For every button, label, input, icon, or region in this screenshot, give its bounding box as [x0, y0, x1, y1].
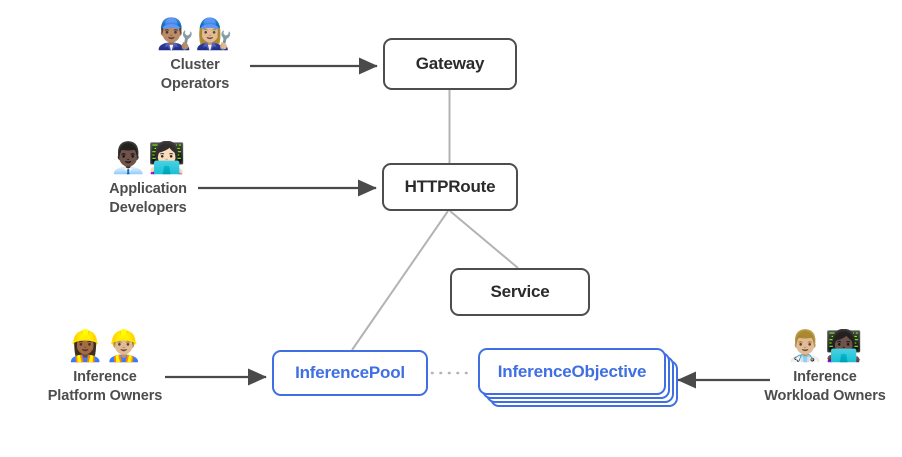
- node-service[interactable]: Service: [450, 268, 590, 316]
- actor-label-line: Developers: [109, 199, 187, 216]
- actor-label-line: Workload Owners: [764, 387, 886, 404]
- mechanics-icon: 👨🏽‍🔧👩🏼‍🔧: [156, 17, 234, 52]
- actor-inference-platform-owners: 👷🏾‍♀️👷🏼‍♂️ Inference Platform Owners: [25, 332, 185, 405]
- actor-label-line: Cluster: [170, 57, 220, 73]
- actor-label-line: Application: [109, 181, 187, 197]
- actor-application-developers: 👨🏿‍💼👩🏻‍💻 Application Developers: [63, 144, 233, 217]
- node-httproute[interactable]: HTTPRoute: [382, 163, 518, 211]
- node-inferenceobjective-label: InferenceObjective: [497, 361, 647, 381]
- construction-workers-icon: 👷🏾‍♀️👷🏼‍♂️: [66, 329, 144, 364]
- health-worker-technologist-icon: 👨🏼‍⚕️👩🏿‍💻: [786, 329, 864, 364]
- office-worker-technologist-icon: 👨🏿‍💼👩🏻‍💻: [109, 141, 187, 176]
- node-gateway[interactable]: Gateway: [383, 38, 517, 90]
- node-inferenceobjective[interactable]: InferenceObjective: [478, 348, 678, 408]
- actor-label-line: Inference: [793, 369, 857, 385]
- node-httproute-label: HTTPRoute: [404, 177, 496, 196]
- stack-layer-front[interactable]: InferenceObjective: [478, 348, 666, 395]
- actor-inference-workload-owners: 👨🏼‍⚕️👩🏿‍💻 Inference Workload Owners: [745, 332, 902, 405]
- node-inferencepool-label: InferencePool: [295, 363, 405, 382]
- connector-httproute-inferencepool: [351, 210, 449, 351]
- actor-label-line: Platform Owners: [47, 387, 163, 404]
- node-gateway-label: Gateway: [415, 54, 485, 73]
- actor-cluster-operators: 👨🏽‍🔧👩🏼‍🔧 Cluster Operators: [120, 20, 270, 93]
- actor-label-line: Operators: [160, 75, 230, 92]
- node-inferencepool[interactable]: InferencePool: [272, 350, 428, 396]
- connector-httproute-service: [449, 210, 519, 269]
- node-service-label: Service: [490, 282, 550, 301]
- actor-label-line: Inference: [73, 369, 137, 385]
